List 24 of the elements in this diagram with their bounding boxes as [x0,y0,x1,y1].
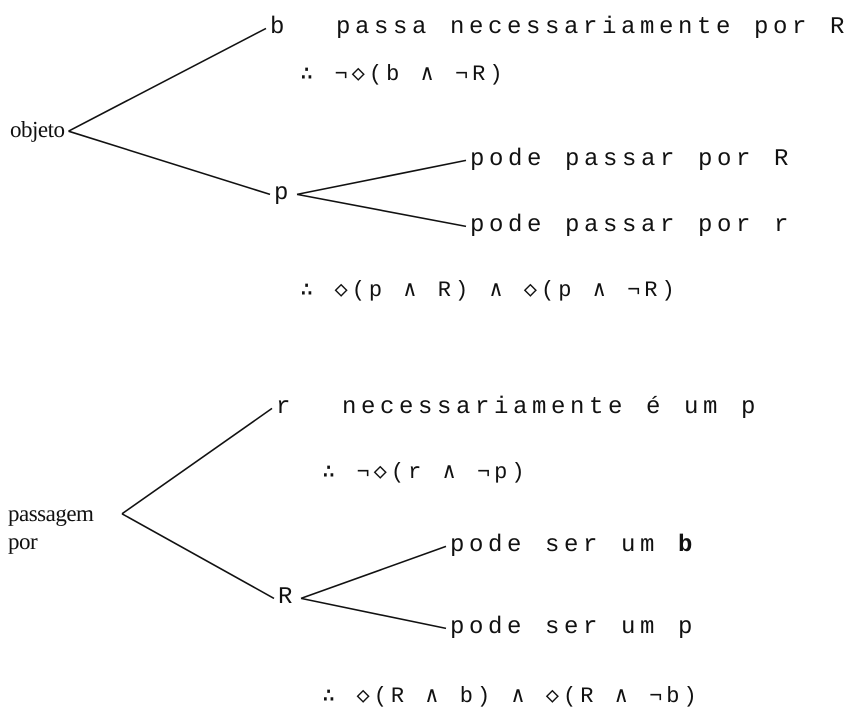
node-label: objeto [10,116,64,144]
branch-line [296,160,466,196]
statement-text: necessariamente é um p [342,394,760,423]
inference-formula: ∴ ¬◇(r ∧ ¬p) [322,460,529,486]
node-label: p [274,180,294,209]
branch-line [122,513,274,600]
node-label: passagem por [8,500,118,556]
branch-line [300,546,446,600]
inference-formula: ∴ ◇(p ∧ R) ∧ ◇(p ∧ ¬R) [300,278,679,304]
node-label: r [276,394,296,423]
node-label: R [278,584,298,613]
branch-line [68,130,270,196]
branch-line [68,28,266,132]
node-label: pode ser um p [450,614,698,643]
branch-line [122,408,272,514]
node-label: pode passar por R [470,146,794,175]
branch-line [296,194,466,228]
node-label: pode ser um b [450,532,698,561]
node-label: pode passar por r [470,212,794,241]
branch-line [300,598,446,630]
statement-text: passa necessariamente por R [336,14,850,43]
node-label: b [270,14,290,43]
inference-formula: ∴ ◇(R ∧ b) ∧ ◇(R ∧ ¬b) [322,684,701,710]
inference-formula: ∴ ¬◇(b ∧ ¬R) [300,62,507,88]
